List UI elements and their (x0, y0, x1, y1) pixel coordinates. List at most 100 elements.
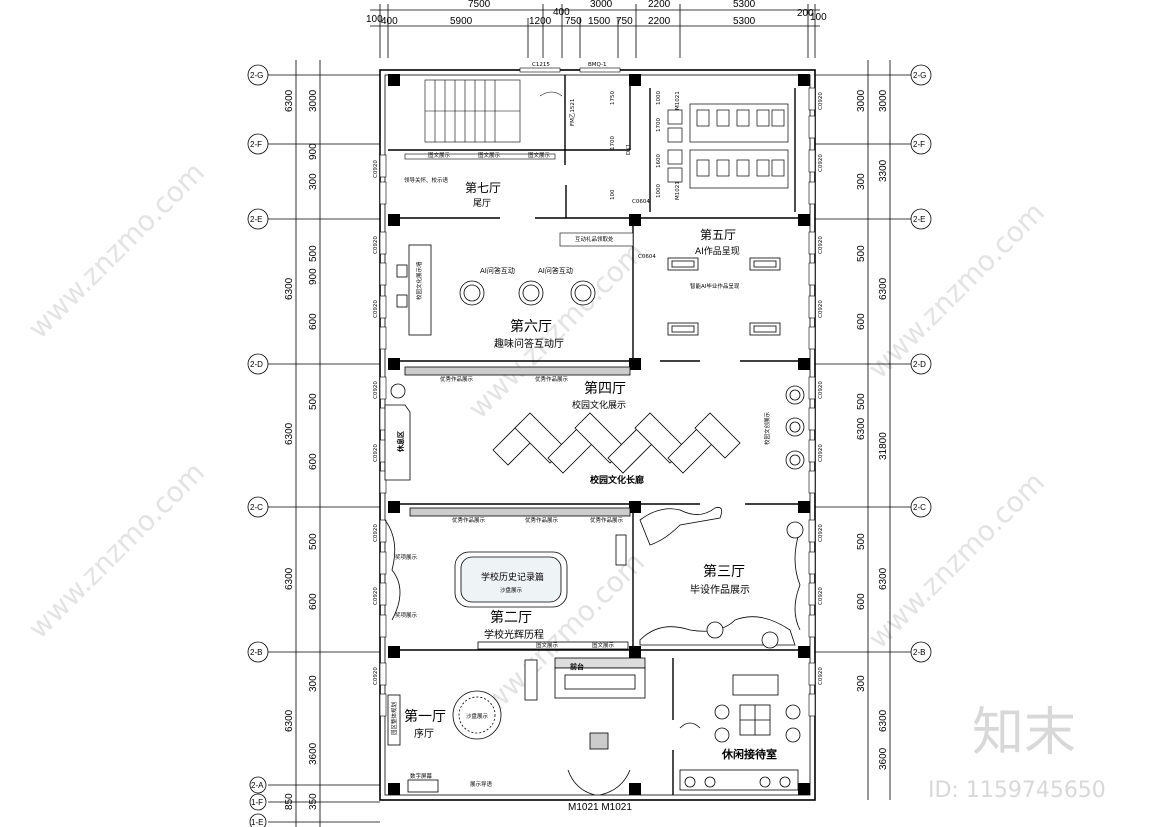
dim-label: 1000 (656, 91, 662, 105)
window-label: C0920 (373, 587, 379, 605)
dim-label: 2200 (648, 16, 671, 27)
right-dim-lines (867, 60, 891, 800)
dim-label: 600 (856, 593, 867, 610)
dim-label: 1000 (656, 184, 662, 198)
dim-label: 500 (856, 245, 867, 262)
front-desk-label: 前台 (570, 662, 584, 671)
award-label: 奖项展示 (395, 553, 418, 561)
dim-label: 400 (381, 16, 398, 27)
hall5-title: 第五厅 (700, 228, 736, 242)
dim-label: 900 (308, 143, 319, 160)
grid-labels: 2-G 2-F 2-E 2-D 2-C 2-B 2-A 1-F 1-E 2-G … (250, 71, 926, 827)
leader-label: 领导关怀、校示语 (404, 176, 449, 184)
grid-label: 2-G (913, 71, 926, 80)
door-label: BMQ-1 (588, 62, 607, 68)
window-label: C0920 (818, 444, 824, 462)
vert-dims-left: 6300 6300 6300 6300 6300 3000 3600 850 3… (284, 89, 319, 810)
exhibit-label: 优秀作品展示 (525, 516, 559, 524)
dim-label: 100 (610, 189, 616, 200)
screen-label: 数字屏幕 (410, 772, 433, 780)
dim-label: 350 (308, 793, 319, 810)
hall4-subtitle: 校园文化展示 (572, 399, 626, 411)
grid-label: 2-C (913, 503, 926, 512)
grid-label: 2-G (250, 71, 263, 80)
window-label: C0920 (373, 444, 379, 462)
dim-label: 2200 (648, 0, 671, 10)
window-label: C0920 (818, 524, 824, 542)
dim-label: 6300 (878, 567, 889, 590)
rest-area-label: 休息区 (396, 431, 405, 453)
hall1-title: 第一厅 (404, 708, 446, 725)
hall3-details (409, 507, 804, 649)
hall2-subtitle: 学校光辉历程 (484, 628, 544, 641)
dim-label: 1500 (588, 16, 611, 27)
dim-label: 1750 (610, 91, 616, 105)
hall3-subtitle: 毕设作品展示 (690, 583, 750, 596)
window-label: C0920 (818, 92, 824, 110)
dim-label: 400 (553, 7, 570, 18)
grid-axes (247, 64, 932, 827)
sandbox-label: 沙盘展示 (500, 586, 523, 594)
dim-label: 3600 (878, 747, 889, 770)
hall7-details (404, 153, 634, 247)
id-text: ID: 1159745650 (928, 778, 1106, 803)
top-openings: C1215 BMQ-1 FM乙1521 M1021 M1021 C0604 C0… (519, 62, 681, 260)
dim-label: 3000 (590, 0, 613, 10)
dim-label: 6300 (284, 89, 295, 112)
board-label: 图文展示 (478, 151, 501, 159)
columns (388, 74, 810, 795)
exhibit-label: 优秀作品展示 (535, 375, 569, 383)
dim-label: 5300 (733, 16, 756, 27)
window-label: C0920 (373, 381, 379, 399)
dim-label: 600 (308, 593, 319, 610)
reception (387, 657, 646, 796)
hall4-details (384, 366, 805, 481)
dim-label: 3300 (878, 159, 889, 182)
window-label: C0920 (373, 160, 379, 178)
dim-label: 500 (308, 393, 319, 410)
sandbox-label: 沙盘展示 (466, 712, 489, 720)
dim-label: 750 (616, 16, 633, 27)
hall7-title: 第七厅 (465, 181, 501, 195)
dim-label: 500 (308, 245, 319, 262)
grid-label: 2-E (250, 215, 262, 224)
vert-dims-left-inner: 900 300 500 900 600 500 600 500 600 300 (308, 143, 319, 692)
dim-label: 500 (308, 533, 319, 550)
window-label: C0920 (818, 667, 824, 685)
corridor-label: 校园文化长廊 (590, 474, 644, 486)
door-label: DK1 (626, 144, 632, 155)
dim-label: 750 (565, 16, 582, 27)
dim-label: 1700 (656, 118, 662, 132)
dim-label: 500 (856, 393, 867, 410)
dim-label: 5900 (450, 16, 473, 27)
hall3-title: 第三厅 (703, 563, 745, 580)
dim-label: 6300 (284, 709, 295, 732)
dim-label: 850 (284, 793, 295, 810)
grid-label: 2-D (250, 360, 263, 369)
exhibit-label: 优秀作品展示 (590, 516, 624, 524)
dim-label: 6300 (284, 422, 295, 445)
ai-grad-label: 智能AI毕业作品呈现 (690, 282, 740, 290)
grid-label: 1-E (251, 818, 263, 827)
merch-label: 校园文创展示 (763, 411, 771, 445)
top-dimensions (370, 4, 820, 58)
grid-label: 1-F (251, 798, 263, 807)
window-label: C0920 (373, 300, 379, 318)
gift-counter-label: 互动礼品领取处 (575, 235, 614, 243)
dim-label: 300 (856, 173, 867, 190)
dim-label: 6300 (284, 277, 295, 300)
qa-label: AI问答互动 (538, 266, 573, 275)
brand-logo-text: 知末 (972, 703, 1076, 763)
dim-label: 1700 (610, 136, 616, 150)
grid-label: 2-C (250, 503, 263, 512)
hall5-subtitle: AI作品呈现 (695, 245, 740, 257)
dim-label: 6300 (284, 567, 295, 590)
dim-label: 200 (797, 8, 814, 19)
history-exhibit-label: 学校历史记录篇 (481, 571, 544, 583)
qa-label: AI问答互动 (480, 266, 515, 275)
dim-label: 900 (308, 268, 319, 285)
dim-label: 6300 (856, 417, 867, 440)
vert-dims-right: 3300 3000 6300 6300 6300 3600 31800 6300… (856, 89, 889, 770)
exhibit-label: 优秀作品展示 (440, 375, 474, 383)
